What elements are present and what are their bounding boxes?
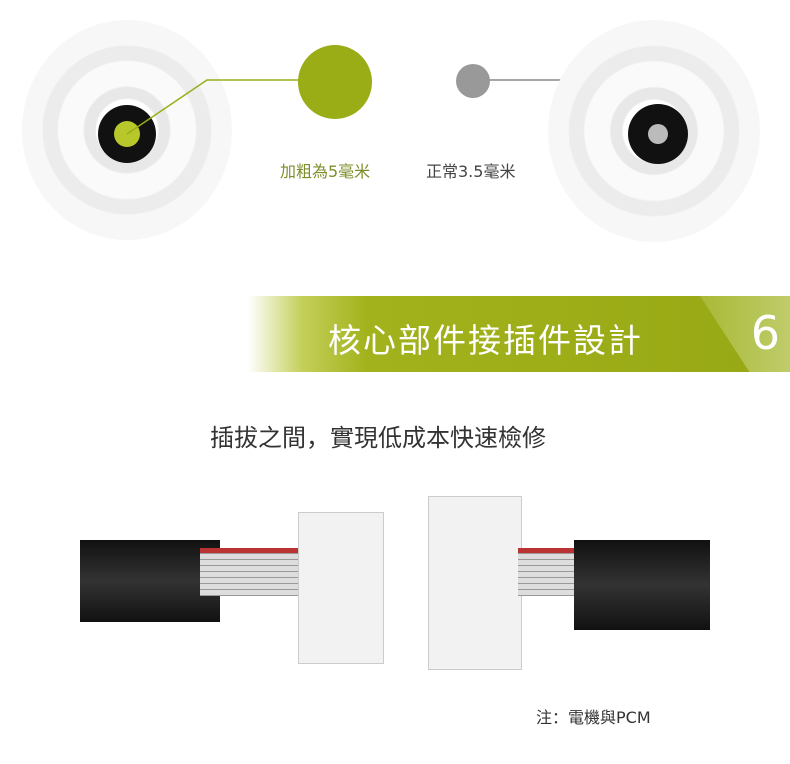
- banner-title: 核心部件接插件設計: [328, 321, 643, 360]
- motor-connector: [298, 512, 384, 664]
- footnote: 注：電機與PCM: [536, 708, 651, 727]
- section-banner: 核心部件接插件設計 6: [248, 296, 790, 372]
- motor-wires: [200, 548, 300, 596]
- normal-label: 正常3.5毫米: [426, 162, 516, 181]
- subtitle: 插拔之間，實現低成本快速檢修: [210, 424, 546, 452]
- pcm-connector: [428, 496, 522, 670]
- pcm-wires: [518, 548, 588, 596]
- section-number: 6: [750, 306, 780, 360]
- normal-shaft-core: [648, 124, 668, 144]
- gray-dot-icon: [456, 64, 490, 98]
- pcm-cable: [574, 540, 710, 630]
- motor-cable: [80, 540, 220, 622]
- thick-label: 加粗為5毫米: [280, 162, 371, 181]
- green-dot-icon: [298, 45, 372, 119]
